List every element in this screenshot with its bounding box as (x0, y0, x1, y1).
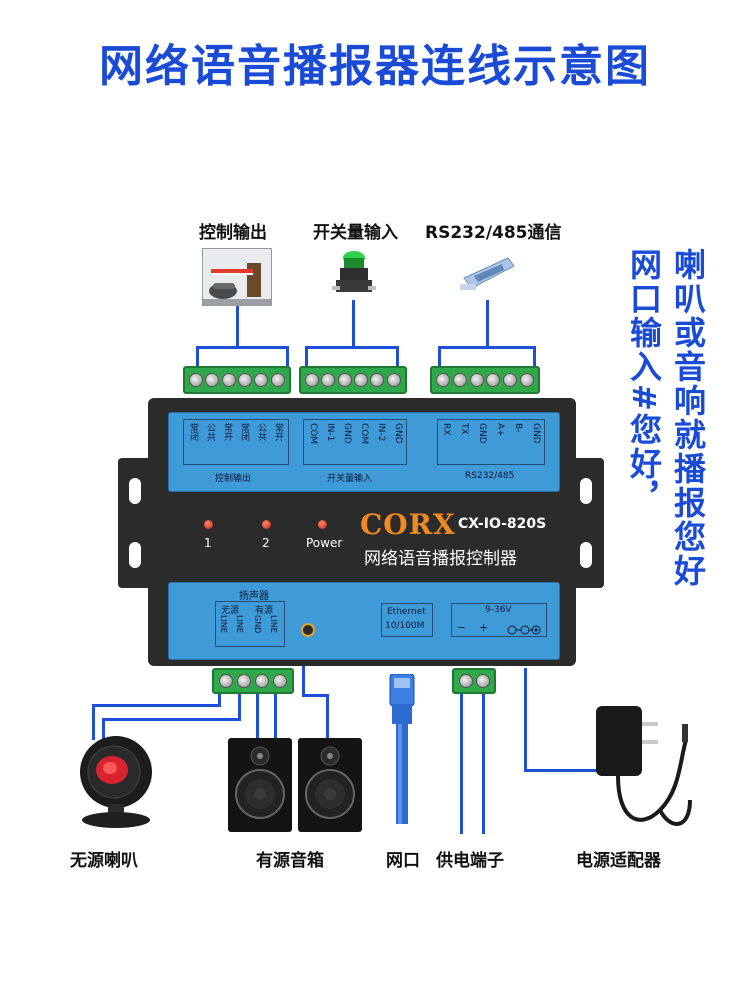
pin-control-2: 公共 (205, 423, 215, 441)
led-power (318, 520, 327, 529)
pin-control-5: 公共 (256, 423, 266, 441)
led-label-power: Power (306, 536, 343, 550)
control-group-label: 控制输出 (215, 474, 252, 484)
power-voltage: 9-36V (485, 605, 512, 615)
led-label-1: 1 (204, 536, 212, 550)
siren-speaker-icon (66, 730, 156, 830)
pin-comm-2: TX (459, 423, 469, 435)
comm-pin-box (437, 419, 545, 465)
label-network-port: 网口 (386, 851, 420, 871)
switch-pin-box (303, 419, 407, 465)
led-2 (262, 520, 271, 529)
pin-switch-2: IN-1 (325, 423, 335, 442)
pin-control-1: 常闭 (188, 423, 198, 441)
switch-group-label: 开关量输入 (327, 474, 373, 484)
pin-switch-3: GND (342, 423, 352, 444)
ethernet-cable-icon (384, 673, 420, 824)
pin-switch-5: IN-2 (376, 423, 386, 442)
terminal-power[interactable] (452, 668, 496, 694)
pin-control-4: 常闭 (239, 423, 249, 441)
label-control-output: 控制输出 (199, 223, 267, 243)
audio-jack-icon (301, 623, 315, 637)
device-body: 常闭 公共 常开 常闭 公共 常开 控制输出 COM IN-1 GND COM … (148, 398, 576, 666)
page-title: 网络语音播报器连线示意图 (99, 41, 651, 92)
pin-speaker-3: GND (253, 615, 262, 634)
pin-speaker-4: LINE (269, 615, 278, 633)
label-power-adapter: 电源适配器 (576, 851, 661, 871)
ethernet-speed: 10/100M (385, 621, 425, 631)
speaker-sub-passive: 无源 (221, 606, 240, 616)
ethernet-label: Ethernet (387, 607, 426, 617)
pin-speaker-2: LINE (235, 615, 244, 633)
led-1 (204, 520, 213, 529)
pin-speaker-1: LINE (219, 615, 228, 633)
side-text-col1: 喇叭或音响就播报您好 (669, 248, 707, 588)
push-button-icon (332, 248, 376, 298)
pin-switch-4: COM (359, 423, 369, 445)
comm-group-label: RS232/485 (465, 471, 515, 481)
pin-comm-5: B- (513, 423, 523, 433)
pin-comm-3: GND (477, 423, 487, 444)
side-text-col2: 网口输入#您好， (625, 248, 663, 515)
db9-connector-icon (458, 248, 518, 298)
speaker-pin-box (215, 601, 285, 647)
terminal-speaker[interactable] (212, 668, 294, 694)
dc-polarity-icon (507, 621, 541, 635)
pin-switch-6: GND (393, 423, 403, 444)
label-power-terminal: 供电端子 (436, 851, 504, 871)
device-model: CX-IO-820S (458, 516, 547, 532)
power-label-box (451, 603, 547, 637)
terminal-switch-input[interactable] (299, 366, 407, 394)
pin-comm-4: A+ (495, 423, 505, 437)
terminal-comm[interactable] (430, 366, 540, 394)
control-pin-box (183, 419, 289, 465)
power-adapter-icon (590, 700, 700, 840)
power-plus: + (479, 621, 489, 634)
speaker-title: 扬声器 (239, 591, 269, 602)
power-minus: − (457, 621, 467, 634)
label-switch-input: 开关量输入 (313, 223, 398, 243)
speaker-sub-active: 有源 (255, 606, 274, 616)
brand-logo: CORX (360, 508, 456, 541)
pin-control-3: 常开 (222, 423, 232, 441)
label-passive-speaker: 无源喇叭 (70, 851, 138, 871)
led-label-2: 2 (262, 536, 270, 550)
pin-control-6: 常开 (273, 423, 283, 441)
studio-monitor-icon-2 (298, 738, 362, 832)
pin-switch-1: COM (308, 423, 318, 445)
ethernet-label-box (381, 603, 433, 637)
pin-comm-6: GND (531, 423, 541, 444)
label-active-speaker: 有源音箱 (256, 851, 324, 871)
barrier-gate-icon (202, 248, 272, 306)
studio-monitor-icon (228, 738, 292, 832)
panel-top: 常闭 公共 常开 常闭 公共 常开 控制输出 COM IN-1 GND COM … (168, 412, 560, 492)
terminal-control-output[interactable] (183, 366, 291, 394)
device-name: 网络语音播报控制器 (364, 549, 517, 569)
label-comm: RS232/485通信 (425, 223, 562, 243)
panel-bottom: 扬声器 无源 有源 LINE LINE GND LINE Ethernet 10… (168, 582, 560, 660)
pin-comm-1: RX (441, 423, 451, 436)
